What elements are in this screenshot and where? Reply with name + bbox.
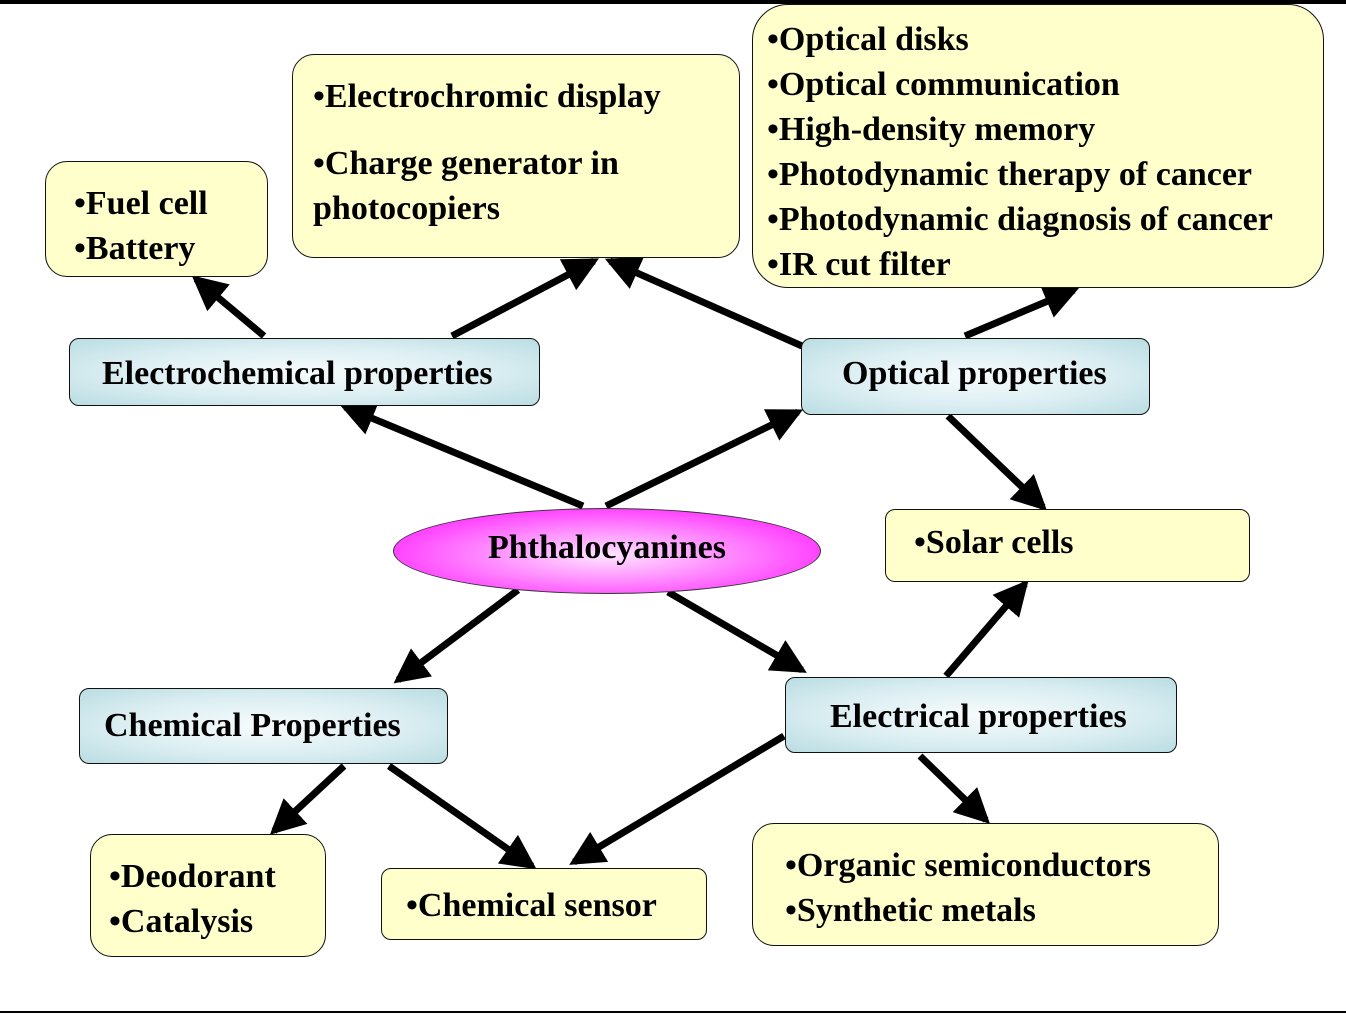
bottom-border bbox=[0, 1011, 1346, 1013]
organic-semiconductors-item: •Organic semiconductors bbox=[785, 847, 1152, 884]
arrow-electrochemical-to-electrochromic bbox=[450, 257, 599, 340]
electrochromic-box: •Electrochromic display •Charge generato… bbox=[292, 54, 740, 258]
fuel-battery-box: •Fuel cell •Battery bbox=[45, 161, 268, 277]
chemical-sensor-box: •Chemical sensor bbox=[381, 868, 707, 940]
arrow-optical-to-solar bbox=[945, 413, 1048, 511]
high-density-memory-item: •High-density memory bbox=[767, 111, 1096, 148]
battery-item: •Battery bbox=[74, 230, 196, 267]
catalysis-item: •Catalysis bbox=[109, 903, 254, 940]
phthalocyanines-label: Phthalocyanines bbox=[487, 529, 727, 566]
solar-cells-box: •Solar cells bbox=[885, 509, 1250, 582]
electrochromic-display-item: •Electrochromic display bbox=[313, 78, 661, 115]
fuel-cell-item: •Fuel cell bbox=[74, 185, 208, 222]
optical-disks-item: •Optical disks bbox=[767, 21, 969, 58]
arrow-center-to-optical bbox=[604, 408, 804, 510]
chemical-properties-box: Chemical Properties bbox=[79, 688, 448, 764]
arrow-optical-to-electrochromic bbox=[604, 256, 804, 350]
charge-generator-item: •Charge generator in bbox=[313, 145, 619, 182]
top-border bbox=[0, 0, 1346, 4]
arrow-electrical-to-solar bbox=[943, 579, 1029, 679]
electrical-properties-box: Electrical properties bbox=[785, 677, 1177, 753]
arrow-optical-to-optical-list bbox=[963, 285, 1080, 340]
photodynamic-therapy-item: •Photodynamic therapy of cancer bbox=[767, 156, 1252, 193]
deodorant-item: •Deodorant bbox=[109, 858, 276, 895]
photodynamic-diagnosis-item: •Photodynamic diagnosis of cancer bbox=[767, 201, 1273, 238]
arrow-center-to-electrochemical bbox=[339, 402, 585, 510]
electrochemical-properties-box: Electrochemical properties bbox=[69, 338, 540, 406]
arrow-center-to-chemical bbox=[393, 587, 521, 684]
deodorant-catalysis-box: •Deodorant •Catalysis bbox=[90, 834, 326, 957]
electrical-properties-label: Electrical properties bbox=[830, 698, 1127, 735]
phthalocyanines-node: Phthalocyanines bbox=[393, 508, 821, 594]
optical-applications-box: •Optical disks •Optical communication •H… bbox=[752, 4, 1324, 288]
chemical-properties-label: Chemical Properties bbox=[104, 707, 401, 744]
arrow-chemical-to-sensor bbox=[386, 763, 537, 870]
solar-cells-item: •Solar cells bbox=[914, 524, 1074, 561]
arrow-center-to-electrical bbox=[666, 588, 807, 674]
arrow-electrical-to-sensor bbox=[569, 732, 786, 866]
arrow-electrical-to-semiconductors bbox=[917, 753, 991, 824]
arrow-electrochemical-to-fuel bbox=[191, 275, 267, 339]
optical-communication-item: •Optical communication bbox=[767, 66, 1120, 103]
arrow-chemical-to-deodorant bbox=[269, 763, 347, 835]
synthetic-metals-item: •Synthetic metals bbox=[785, 892, 1036, 929]
optical-properties-label: Optical properties bbox=[842, 355, 1107, 392]
photocopiers-item: photocopiers bbox=[313, 190, 500, 227]
chemical-sensor-item: •Chemical sensor bbox=[406, 887, 657, 924]
optical-properties-box: Optical properties bbox=[801, 338, 1150, 415]
ir-cut-filter-item: •IR cut filter bbox=[767, 246, 951, 283]
electrochemical-properties-label: Electrochemical properties bbox=[102, 355, 493, 392]
semiconductors-box: •Organic semiconductors •Synthetic metal… bbox=[752, 823, 1219, 946]
